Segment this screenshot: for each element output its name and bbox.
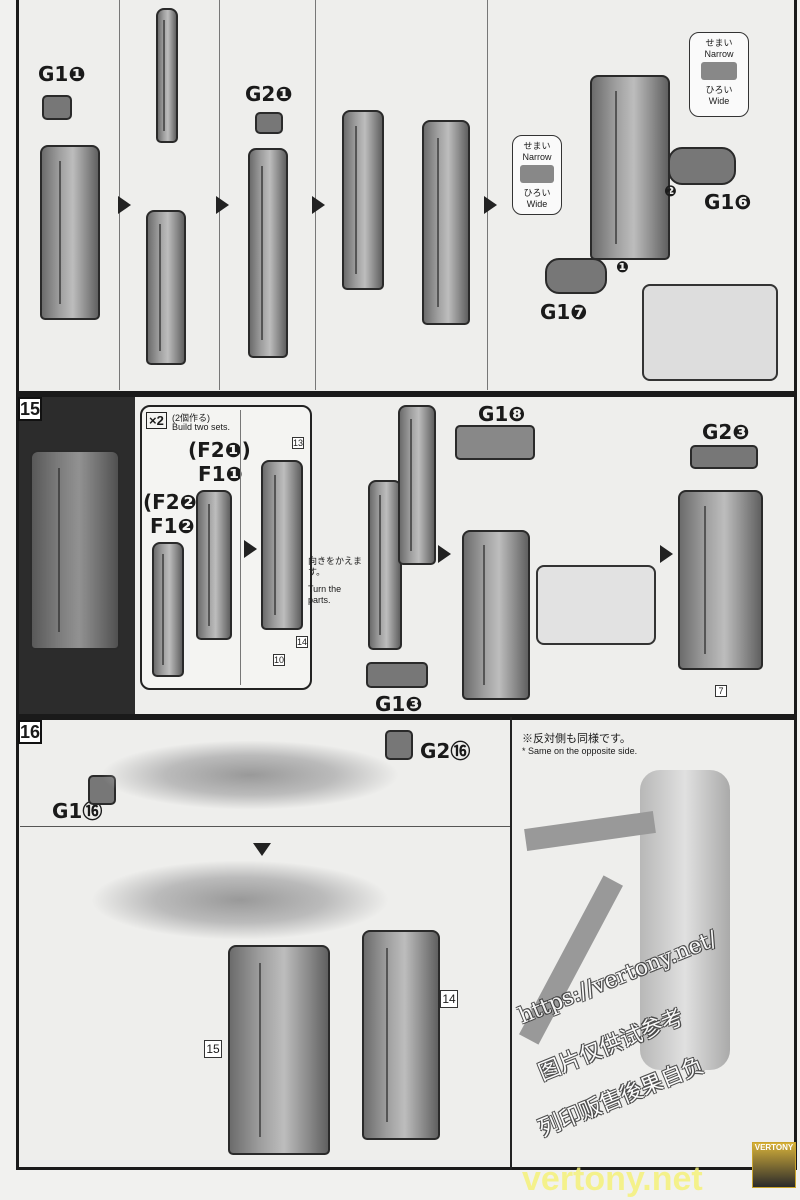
leg-part	[398, 405, 436, 565]
divider	[240, 410, 241, 685]
wide-jp: ひろい	[705, 85, 733, 95]
backpack-assembly	[100, 740, 400, 810]
turn-parts-en: Turn the parts.	[308, 584, 342, 605]
part-g17	[545, 258, 607, 294]
next-arrow-icon	[118, 196, 131, 214]
peg-icon	[520, 165, 554, 183]
divider	[20, 826, 510, 827]
ref-13: 13	[292, 437, 304, 449]
down-arrow-icon	[253, 843, 271, 856]
next-arrow-icon	[438, 545, 451, 563]
leg-part	[146, 210, 186, 365]
part-label-g1-6: G1❻	[704, 190, 752, 214]
order-2: ❷	[664, 182, 677, 200]
turn-parts-jp: 向きをかえます。	[308, 556, 363, 577]
watermark-site: vertony.net	[522, 1160, 703, 1198]
step-number-16: 16	[18, 720, 42, 744]
note-en: * Same on the opposite side.	[522, 746, 638, 756]
next-arrow-icon	[660, 545, 673, 563]
divider	[487, 0, 488, 390]
twin-leg-part	[462, 530, 530, 700]
part-g16	[668, 147, 736, 185]
wide-jp: ひろい	[523, 188, 551, 198]
backpack-assembly	[90, 860, 390, 940]
part-g1	[42, 95, 72, 120]
divider	[510, 717, 512, 1170]
divider	[315, 0, 316, 390]
leg-part	[368, 480, 402, 650]
detail-inset	[642, 284, 778, 381]
ref-14: 14	[296, 636, 308, 648]
ref-15: 15	[204, 1040, 222, 1058]
part-label-f1-2: F1❷	[150, 514, 195, 538]
narrow-wide-callout-right: せまい Narrow ひろい Wide	[689, 32, 749, 117]
leg-part	[342, 110, 384, 290]
part-label-f2-1: (F2❶)	[188, 438, 251, 462]
assembly-14	[362, 930, 440, 1140]
build-count-badge: ×2	[146, 412, 167, 429]
build-en: Build two sets.	[172, 422, 231, 432]
detail-inset	[536, 565, 656, 645]
assembly-15	[228, 945, 330, 1155]
step-number-15: 15	[18, 397, 42, 421]
part-label-f2-2: (F2❷)	[143, 490, 206, 514]
leg-part	[248, 148, 288, 358]
rod-part	[156, 8, 178, 143]
part-label-f1-1: F1❶	[198, 462, 243, 486]
part-g23	[690, 445, 758, 469]
part-label-g1-7: G1❼	[540, 300, 588, 324]
leg-figure	[640, 770, 730, 1070]
ref-10: 10	[273, 654, 285, 666]
peg-icon	[701, 62, 737, 80]
leg-part	[40, 145, 100, 320]
part-label-g2-16: G2⑯	[420, 739, 471, 763]
divider	[219, 0, 220, 390]
part-f1-1	[196, 490, 232, 640]
preview-part	[30, 450, 120, 650]
narrow-en: Narrow	[704, 49, 734, 59]
part-f-assembled	[261, 460, 303, 630]
next-arrow-icon	[216, 196, 229, 214]
part-g13	[366, 662, 428, 688]
twin-leg-part	[678, 490, 763, 670]
narrow-jp: せまい	[705, 38, 733, 48]
twin-leg-part	[590, 75, 670, 260]
part-label-g2-3: G2❸	[702, 420, 750, 444]
watermark-logo: VERTONY	[752, 1142, 796, 1188]
order-1: ❶	[616, 258, 629, 276]
ref-14: 14	[440, 990, 458, 1008]
wide-en: Wide	[708, 96, 730, 106]
part-label-g1-3: G1❸	[375, 692, 423, 716]
part-label-g1-1: G1❶	[38, 62, 86, 86]
next-arrow-icon	[244, 540, 257, 558]
next-arrow-icon	[484, 196, 497, 214]
part-f1-2	[152, 542, 184, 677]
leg-part	[422, 120, 470, 325]
narrow-wide-callout-left: せまい Narrow ひろい Wide	[512, 135, 562, 215]
build-jp: (2個作る)	[172, 413, 210, 423]
narrow-en: Narrow	[522, 152, 552, 162]
part-label-g1-8: G1❽	[478, 402, 526, 426]
part-g2	[255, 112, 283, 134]
part-g18	[455, 425, 535, 460]
part-label-g2-1: G2❶	[245, 82, 293, 106]
note-jp: ※反対側も同様です。	[522, 733, 631, 745]
next-arrow-icon	[312, 196, 325, 214]
wide-en: Wide	[526, 199, 548, 209]
narrow-jp: せまい	[523, 141, 551, 151]
divider	[119, 0, 120, 390]
ref-7: 7	[715, 685, 727, 697]
